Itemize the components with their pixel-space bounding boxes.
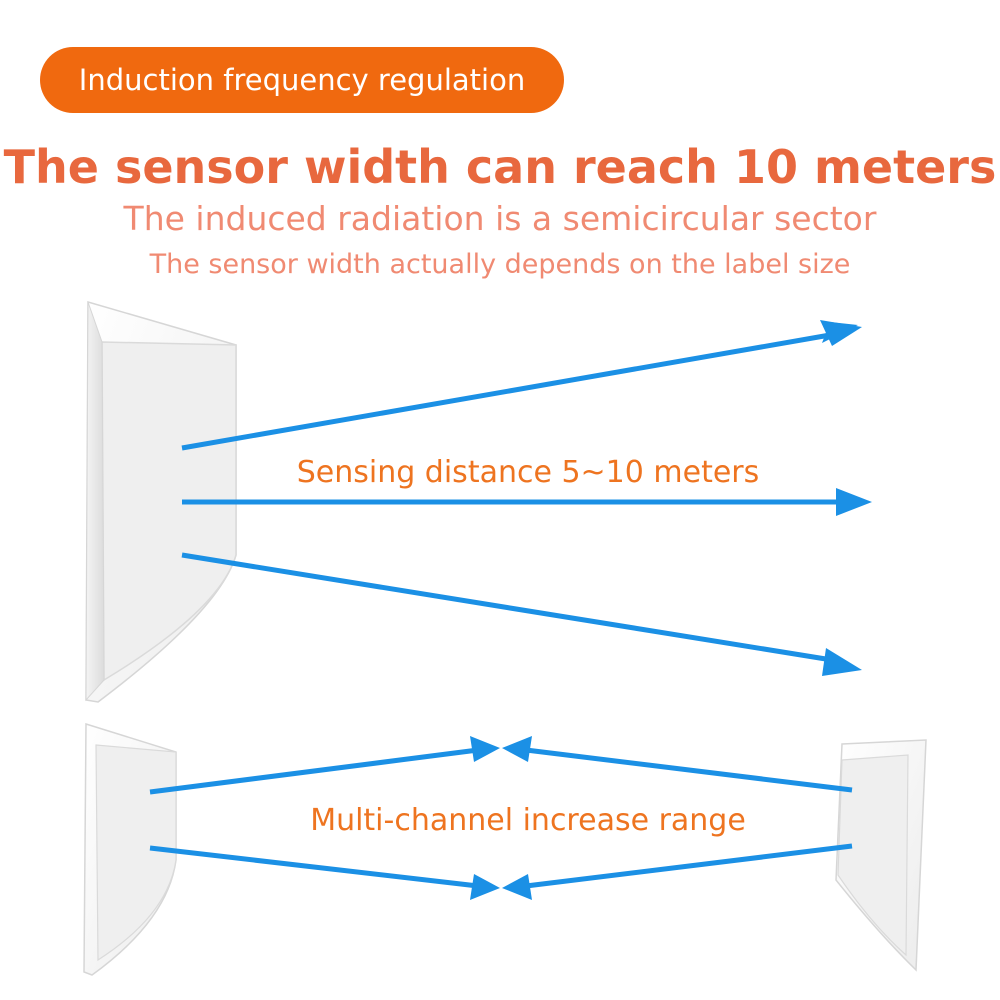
single-antenna-arrows — [181, 320, 872, 676]
right-antenna-panel — [835, 739, 927, 972]
left-antenna-panel — [83, 722, 177, 976]
feature-badge: Induction frequency regulation — [40, 47, 564, 113]
single-antenna-panel — [85, 301, 237, 703]
headline: The sensor width can reach 10 meters — [3, 140, 997, 194]
subtitle-radiation: The induced radiation is a semicircular … — [123, 199, 877, 238]
subtitle-label-size: The sensor width actually depends on the… — [149, 249, 851, 280]
feature-badge-label: Induction frequency regulation — [78, 63, 526, 97]
arrow-right-icon — [181, 552, 862, 676]
multi-channel-label: Multi-channel increase range — [310, 803, 746, 838]
arrow-right-icon — [182, 488, 872, 516]
dual-antenna-arrows — [149, 736, 853, 900]
sensing-distance-label: Sensing distance 5~10 meters — [297, 455, 760, 490]
arrow-converge-icon — [149, 736, 853, 795]
arrow-converge-icon — [149, 843, 853, 900]
arrow-right-icon — [181, 320, 862, 451]
